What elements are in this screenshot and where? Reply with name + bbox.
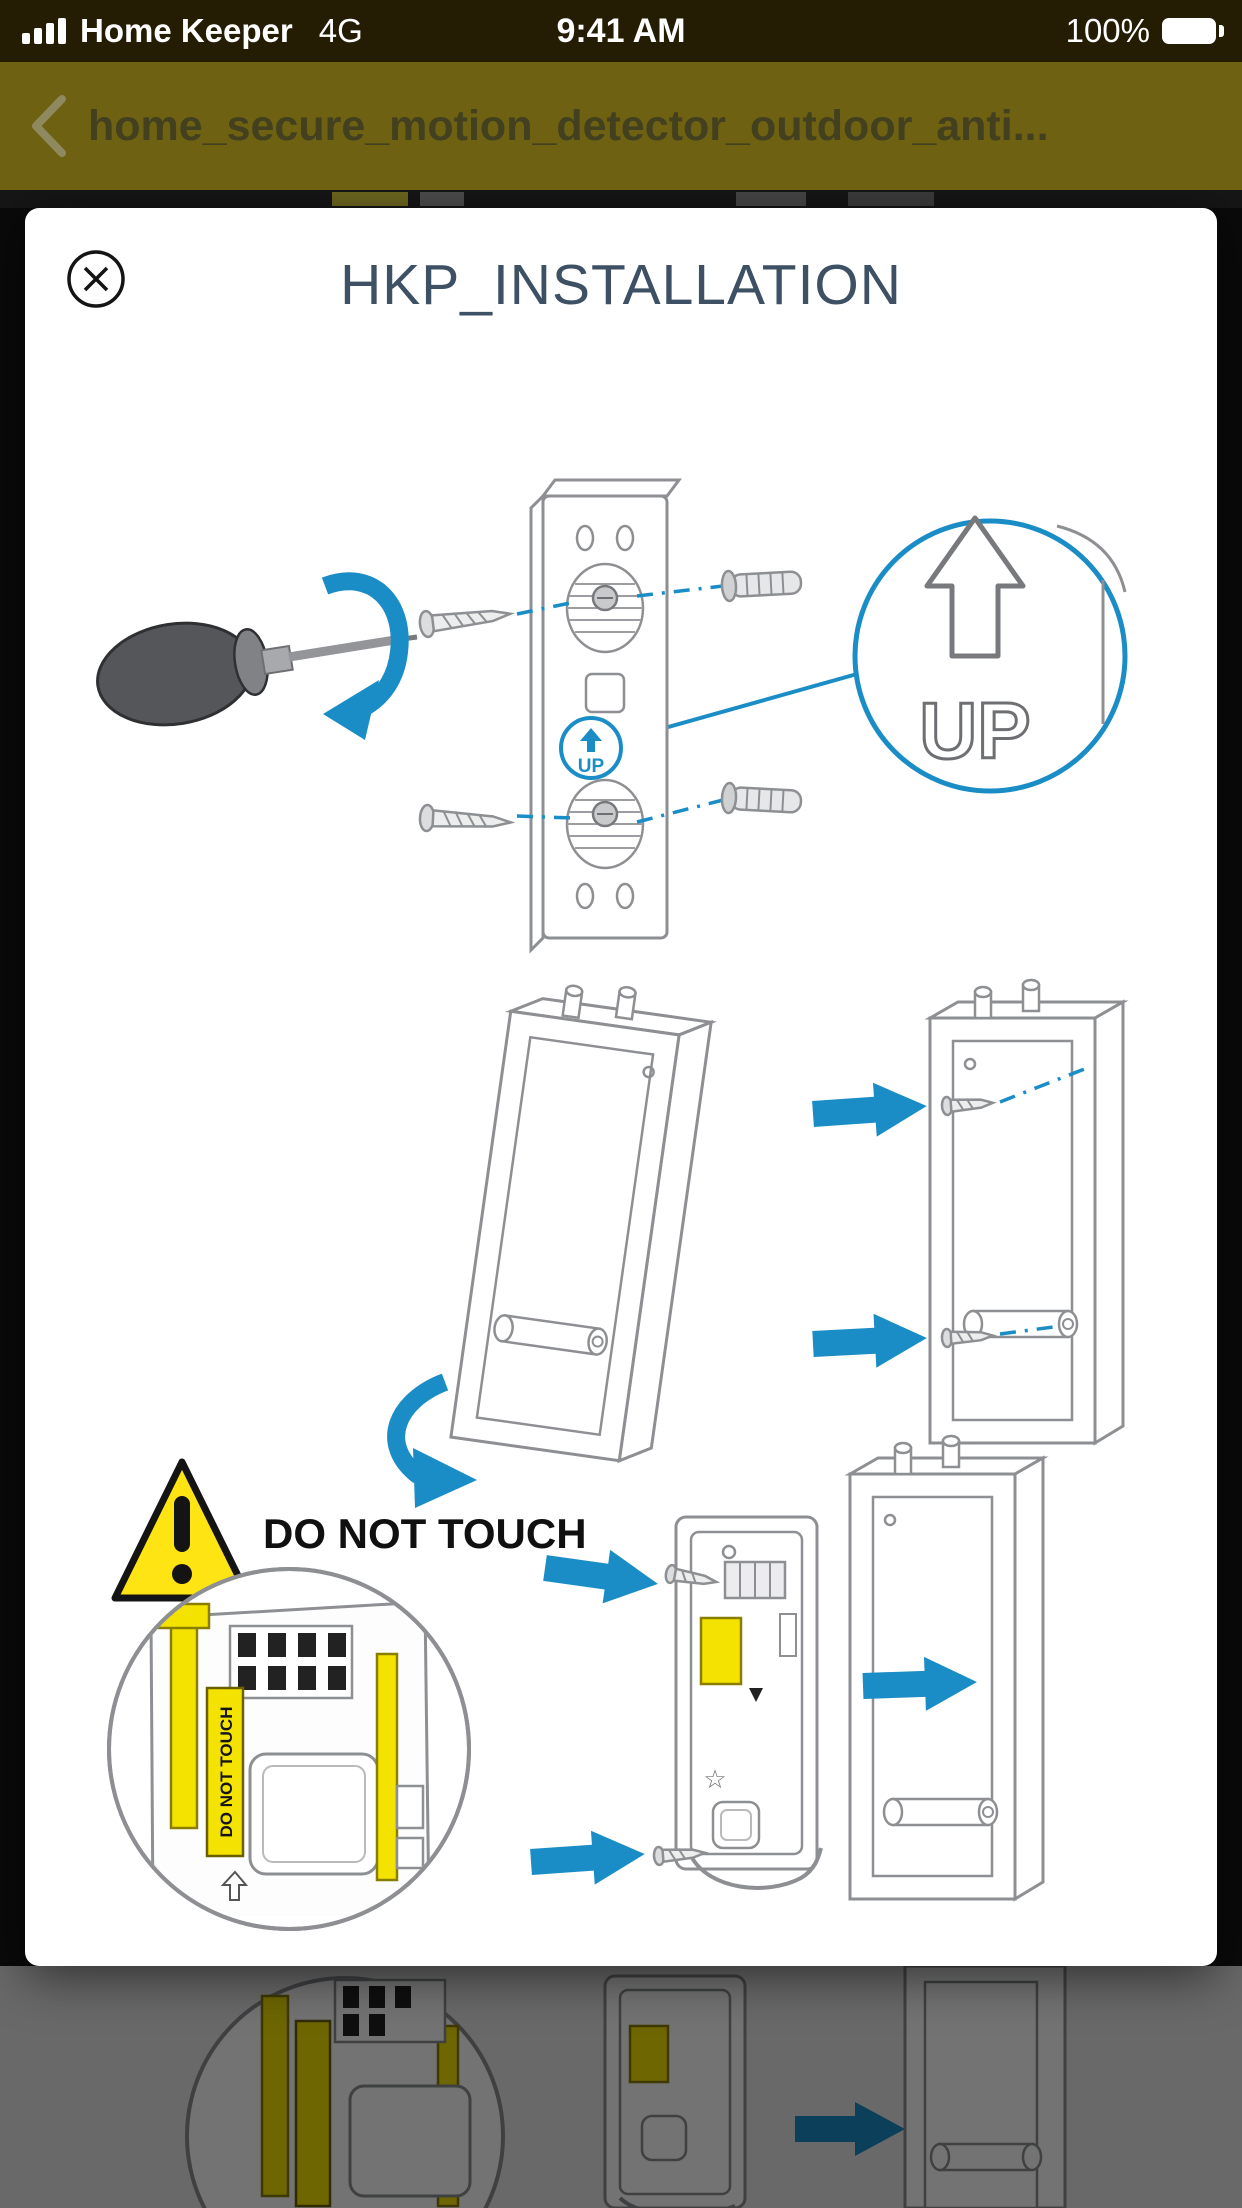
dim-fragment [420,192,464,206]
guide-line [999,1324,1062,1336]
step-arrow [811,1311,929,1371]
wall-anchor [719,566,803,603]
warning-label: DO NOT TOUCH [263,1510,587,1557]
guide-line [516,814,574,820]
wire [689,1847,823,1890]
bracket-box-final [844,1434,1049,1902]
dimmed-page-bottom [0,1964,1242,2208]
wall-anchor [719,781,803,818]
bracket-box-upright [924,978,1129,1446]
close-icon [67,250,125,308]
guide-line [516,600,576,616]
dim-fragment [736,192,806,206]
up-arrow-large-icon [924,515,1026,659]
dimmed-page-preview [0,1964,1242,2208]
yellow-pull-tab [699,1616,743,1686]
battery-percent: 100% [1065,12,1150,49]
network-label: 4G [318,12,363,49]
step-arrow [529,1827,647,1889]
up-label-large: UP [919,686,1030,775]
battery-icon [1162,18,1224,44]
battery-group: 100% [1065,12,1224,50]
screwdriver-illustration [96,621,418,727]
dim-fragment [848,192,934,206]
dim-callout-circle [185,1976,505,2208]
sheet-title: HKP_INSTALLATION [340,253,902,317]
up-arrow-small-icon [580,728,602,752]
step-arrow [811,1079,929,1141]
back-button[interactable] [26,89,72,163]
guide-line [636,584,724,598]
wall-plate: UP [529,478,682,954]
do-not-touch-callout: DO NOT TOUCH [107,1567,471,1931]
screw [417,599,514,640]
installation-diagram: UP UP [96,478,1129,1931]
nav-bar: home_secure_motion_detector_outdoor_anti… [0,62,1242,190]
carrier-label: Home Keeper [80,12,293,49]
screw [418,803,513,837]
rotate-arrow-middle [387,1373,477,1508]
dimmed-page-top [0,190,1242,208]
dim-step-arrow [795,2102,905,2156]
guide-line [999,1066,1088,1104]
guide-line [636,798,724,824]
chevron-left-icon [32,95,66,157]
document-title: home_secure_motion_detector_outdoor_anti… [88,101,1049,150]
dim-fragment [332,192,408,206]
installation-modal: HKP_INSTALLATION [25,208,1217,1966]
status-bar: Home Keeper 4G 9:41 AM 100% [0,0,1242,62]
dim-bracket-box [903,1964,1067,2208]
clock: 9:41 AM [556,11,686,50]
up-label-small: UP [578,756,605,777]
up-detail-callout: UP [852,515,1128,794]
close-button[interactable] [65,248,127,310]
signal-bars-icon [22,18,66,44]
detector-back-panel: ☆ [674,1515,823,1890]
star-marking: ☆ [703,1764,726,1794]
bracket-box-tilted [449,983,718,1464]
dim-detector-panel [603,1974,747,2208]
rotate-arrow-top [321,572,409,740]
do-not-touch-tag: DO NOT TOUCH [217,1707,236,1838]
warning-sign: DO NOT TOUCH [111,1458,587,1602]
